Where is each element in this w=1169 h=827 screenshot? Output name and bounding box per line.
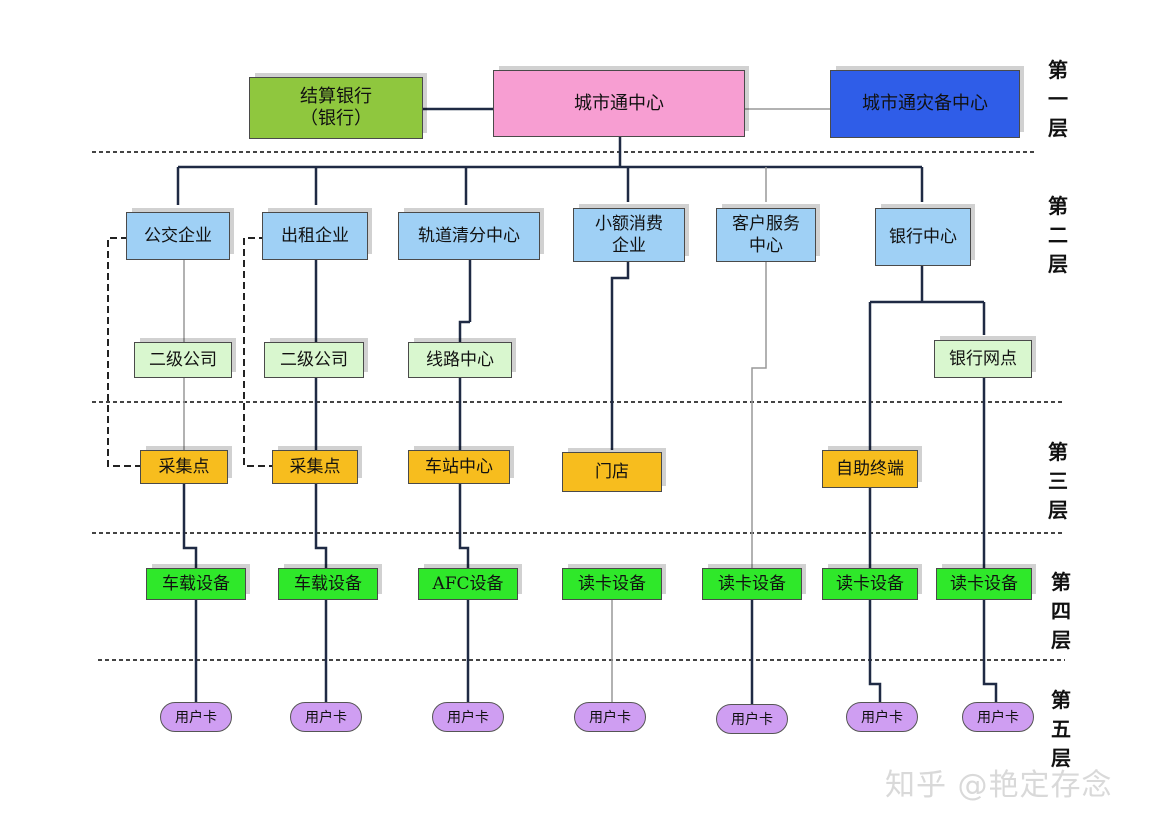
taxi-company-node: 出租企业 <box>262 212 368 260</box>
user-card-node-3: 用户卡 <box>432 702 504 732</box>
user-card-label-6: 用户卡 <box>861 710 903 726</box>
disaster-center-label: 城市通灾备中心 <box>862 93 988 114</box>
sub-company-label-1: 二级公司 <box>149 350 217 370</box>
card-reader-label-4: 读卡设备 <box>950 574 1018 594</box>
city-center-label: 城市通中心 <box>574 92 664 114</box>
card-reader-label-2: 读卡设备 <box>718 574 786 594</box>
onboard-device-node-2: 车载设备 <box>278 568 378 600</box>
bus-company-label: 公交企业 <box>144 226 212 246</box>
onboard-device-node-1: 车载设备 <box>146 568 246 600</box>
disaster-center-node: 城市通灾备中心 <box>830 70 1020 138</box>
customer-service-label: 客户服务 中心 <box>732 214 800 256</box>
user-card-label-3: 用户卡 <box>447 710 489 726</box>
user-card-label-5: 用户卡 <box>731 712 773 728</box>
settlement-bank-label: 结算银行 （银行） <box>300 86 372 129</box>
bank-center-label: 银行中心 <box>889 227 957 247</box>
card-reader-node-3: 读卡设备 <box>822 568 918 600</box>
self-service-terminal-node: 自助终端 <box>822 450 918 488</box>
card-reader-label-3: 读卡设备 <box>836 574 904 594</box>
self-service-terminal-label: 自助终端 <box>836 459 904 479</box>
bus-company-node: 公交企业 <box>126 212 230 260</box>
bank-branch-node: 银行网点 <box>934 340 1032 378</box>
sub-company-node-1: 二级公司 <box>134 342 232 378</box>
store-label: 门店 <box>595 462 629 482</box>
onboard-device-label-2: 车载设备 <box>294 574 362 594</box>
user-card-node-1: 用户卡 <box>160 702 232 732</box>
layer-label-4: 第 四 层 <box>1051 570 1071 652</box>
afc-device-node: AFC设备 <box>418 568 518 600</box>
watermark: 知乎 @艳定存念 <box>885 768 1113 803</box>
taxi-company-label: 出租企业 <box>281 226 349 246</box>
collection-point-label-1: 采集点 <box>158 457 210 477</box>
layer-label-3: 第 三 层 <box>1048 440 1068 522</box>
collection-point-label-2: 采集点 <box>289 457 341 477</box>
user-card-node-6: 用户卡 <box>846 702 918 732</box>
user-card-node-4: 用户卡 <box>574 702 646 732</box>
micro-pay-node: 小额消费 企业 <box>573 208 685 262</box>
user-card-label-7: 用户卡 <box>977 710 1019 726</box>
user-card-label-4: 用户卡 <box>589 710 631 726</box>
sub-company-node-2: 二级公司 <box>264 342 364 378</box>
user-card-node-2: 用户卡 <box>290 702 362 732</box>
onboard-device-label-1: 车载设备 <box>162 574 230 594</box>
line-center-label: 线路中心 <box>426 350 494 370</box>
station-center-node: 车站中心 <box>408 450 510 484</box>
user-card-label-1: 用户卡 <box>175 710 217 726</box>
layer-separators <box>92 151 1065 661</box>
card-reader-label-1: 读卡设备 <box>578 574 646 594</box>
micro-pay-label: 小额消费 企业 <box>595 214 663 256</box>
card-reader-node-4: 读卡设备 <box>936 568 1032 600</box>
sub-company-label-2: 二级公司 <box>280 350 348 370</box>
rail-clearing-label: 轨道清分中心 <box>418 226 520 246</box>
user-card-node-7: 用户卡 <box>962 702 1034 732</box>
user-card-label-2: 用户卡 <box>305 710 347 726</box>
collection-point-node-1: 采集点 <box>140 450 228 484</box>
layer-label-1: 第 一 层 <box>1048 58 1068 140</box>
afc-device-label: AFC设备 <box>432 574 504 594</box>
city-center-node: 城市通中心 <box>493 70 745 137</box>
station-center-label: 车站中心 <box>425 457 493 477</box>
bank-center-node: 银行中心 <box>875 208 971 266</box>
layer-label-5: 第 五 层 <box>1051 688 1071 770</box>
card-reader-node-2: 读卡设备 <box>702 568 802 600</box>
user-card-node-5: 用户卡 <box>716 704 788 734</box>
store-node: 门店 <box>562 452 662 492</box>
settlement-bank-node: 结算银行 （银行） <box>249 77 423 139</box>
collection-point-node-2: 采集点 <box>272 450 358 484</box>
card-reader-node-1: 读卡设备 <box>562 568 662 600</box>
rail-clearing-node: 轨道清分中心 <box>398 212 540 260</box>
line-center-node: 线路中心 <box>408 342 512 378</box>
bank-branch-label: 银行网点 <box>949 349 1017 369</box>
layer-label-2: 第 二 层 <box>1048 194 1068 276</box>
customer-service-node: 客户服务 中心 <box>716 208 816 262</box>
